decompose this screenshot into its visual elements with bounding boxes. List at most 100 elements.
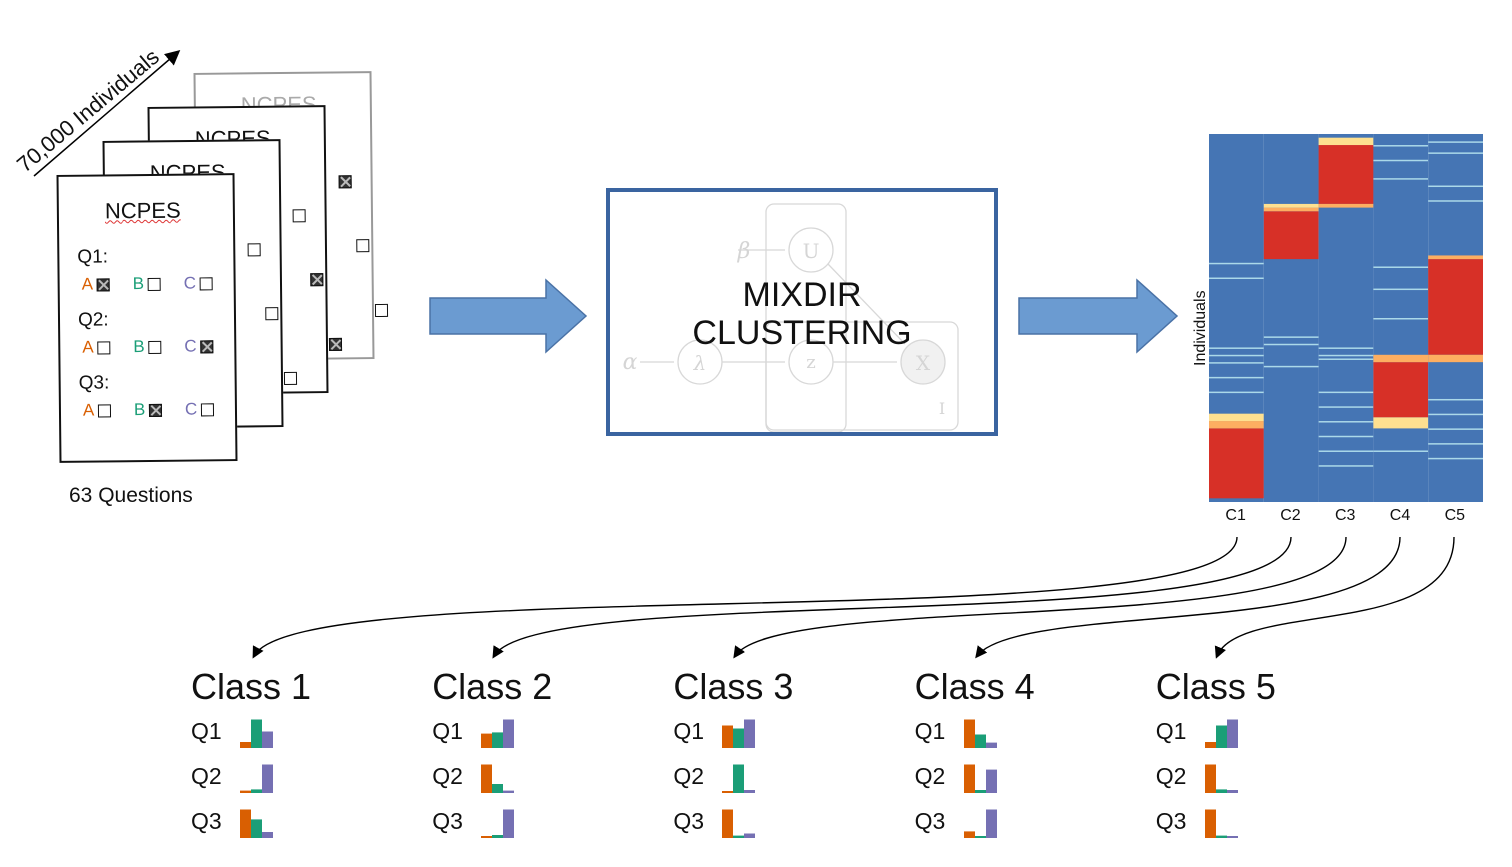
class-question-label: Q2 <box>191 763 222 789</box>
response-bar <box>1226 719 1238 748</box>
response-bar-chart <box>963 764 997 793</box>
heatmap-streak <box>1318 347 1374 349</box>
heatmap-streak <box>1209 262 1264 265</box>
response-bar-chart <box>1204 764 1238 793</box>
heatmap-column-label: C3 <box>1335 507 1356 524</box>
heatmap-streak <box>1318 450 1374 452</box>
response-bar <box>733 835 745 838</box>
heatmap-column-label: C5 <box>1444 507 1466 524</box>
response-bar <box>985 742 997 748</box>
class-title: Class 2 <box>432 666 553 707</box>
response-bar <box>492 732 504 748</box>
response-bar <box>974 734 986 748</box>
heatmap-streak <box>1209 277 1264 280</box>
response-bar-chart <box>722 719 756 748</box>
heatmap-column <box>1263 134 1319 502</box>
response-bar <box>481 836 493 838</box>
response-bar <box>1204 742 1216 748</box>
graphical-model: U β α λ z X I <box>623 203 959 432</box>
heatmap-streak <box>1263 336 1319 338</box>
response-bar <box>1204 809 1216 838</box>
heatmap-band <box>1373 417 1429 429</box>
response-bar-chart <box>481 809 515 838</box>
questions-label: 63 Questions <box>69 484 193 507</box>
class-question-label: Q3 <box>432 808 463 834</box>
response-bar-chart <box>1204 809 1238 838</box>
node-u: U <box>803 239 820 263</box>
heatmap-streak <box>1209 354 1264 357</box>
heatmap-column-label: C1 <box>1225 507 1246 524</box>
heatmap-streak <box>1373 450 1429 452</box>
class-question-label: Q1 <box>191 718 222 744</box>
individuals-arrow <box>33 50 181 177</box>
response-bar-chart <box>240 764 273 793</box>
heatmap-column-label: C2 <box>1280 507 1301 524</box>
class-title: Class 4 <box>914 666 1035 707</box>
class-question-label: Q2 <box>914 763 946 789</box>
heatmap-band <box>1428 259 1483 355</box>
class-question-label: Q3 <box>914 808 946 834</box>
heatmap-band <box>1318 145 1374 204</box>
mixdir-model-box: U β α λ z X I MIXDIR CLUSTERING <box>606 188 998 436</box>
flow-arrow-2 <box>1018 278 1179 354</box>
node-alpha: α <box>623 350 638 375</box>
class-title: Class 1 <box>191 666 312 707</box>
response-bar <box>251 789 262 793</box>
heatmap-streak <box>1428 141 1483 143</box>
model-title-line2: CLUSTERING <box>692 314 912 352</box>
response-bar <box>985 809 997 838</box>
response-bar <box>963 719 975 748</box>
response-bar-chart <box>1204 719 1238 748</box>
heatmap-band <box>1209 421 1264 429</box>
node-lambda: λ <box>693 351 707 375</box>
response-bar <box>262 764 273 793</box>
heatmap-band <box>1428 354 1483 363</box>
heatmap-streak <box>1318 421 1374 423</box>
heatmap-streak <box>1428 398 1483 401</box>
response-bar <box>974 790 986 793</box>
class-question-label: Q2 <box>1155 763 1187 789</box>
response-bar <box>251 719 262 748</box>
class-question-label: Q3 <box>191 808 222 834</box>
heatmap-streak <box>1209 362 1264 364</box>
class-question-label: Q1 <box>432 718 463 744</box>
heatmap-streak <box>1373 159 1429 162</box>
class-question-label: Q1 <box>914 718 946 744</box>
response-bar <box>963 764 975 793</box>
response-bar <box>1215 835 1227 838</box>
heatmap-streak <box>1318 391 1374 394</box>
response-bar <box>733 764 745 793</box>
heatmap-streak <box>1428 457 1483 460</box>
heatmap-streak <box>1209 391 1264 394</box>
heatmap-band <box>1209 413 1264 422</box>
response-bar-chart <box>481 764 515 793</box>
heatmap-streak <box>1373 266 1429 268</box>
response-bar-chart <box>481 719 515 748</box>
class-question-label: Q3 <box>1155 808 1187 834</box>
response-bar <box>1226 836 1238 838</box>
response-bar <box>1204 764 1216 793</box>
response-bar <box>722 725 734 748</box>
heatmap-streak <box>1428 185 1483 188</box>
heatmap-streak <box>1428 200 1483 202</box>
heatmap-streak <box>1373 318 1429 320</box>
model-title-line1: MIXDIR <box>742 276 862 314</box>
response-bar <box>481 733 493 748</box>
heatmap-streak <box>1428 152 1483 154</box>
node-beta: β <box>737 239 751 264</box>
heatmap-streak <box>1263 365 1319 368</box>
heatmap-band <box>1209 428 1264 499</box>
heatmap-band <box>1263 211 1319 260</box>
heatmap-streak <box>1428 413 1483 416</box>
flow-arrow-1 <box>429 278 588 354</box>
response-bar <box>240 790 251 793</box>
response-bar <box>492 784 504 793</box>
response-bar <box>1215 725 1227 748</box>
class-question-label: Q1 <box>673 718 705 744</box>
heatmap-streak <box>1318 358 1374 360</box>
response-bar <box>722 791 734 793</box>
response-bar <box>744 790 756 793</box>
heatmap-streak <box>1318 406 1374 408</box>
response-bar <box>985 769 997 793</box>
response-bar <box>744 719 756 748</box>
